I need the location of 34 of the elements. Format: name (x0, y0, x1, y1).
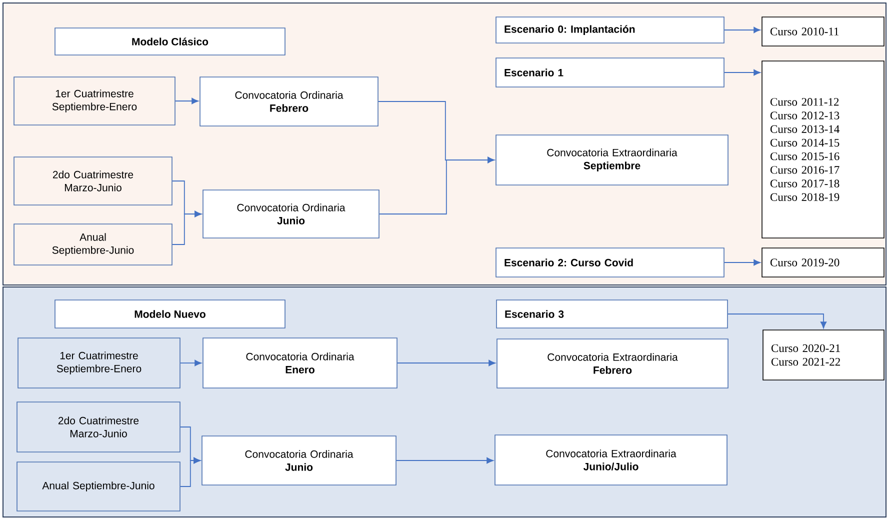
arrow (174, 98, 198, 104)
arrow (172, 210, 202, 245)
process-box: Convocatoria Extraordinaria Septiembre (496, 134, 728, 186)
arrow (724, 26, 760, 34)
arrow (396, 360, 496, 366)
process-box: 2do Cuatrimestre Marzo-Junio (16, 402, 180, 452)
arrow (724, 259, 760, 266)
process-box: Anual Septiembre-Junio (14, 224, 172, 266)
arrow (396, 457, 494, 464)
year-list-box: Curso 2020-21 Curso 2021-22 (762, 330, 884, 380)
process-box: 2do Cuatrimestre Marzo-Junio (14, 156, 172, 206)
process-box: Convocatoria Ordinaria Enero (202, 338, 398, 388)
scenario-box: Escenario 3 (496, 300, 728, 328)
scenario-box: Escenario 0: Implantación (496, 16, 724, 44)
process-box: Convocatoria Ordinaria Junio (202, 190, 380, 238)
arrow (724, 69, 760, 76)
process-box: 1er Cuatrimestre Septiembre-Enero (14, 76, 176, 126)
scenario-box: Escenario 2: Curso Covid (496, 248, 724, 278)
arrow (378, 156, 494, 214)
process-box: Convocatoria Ordinaria Febrero (200, 76, 378, 126)
process-box: Convocatoria Extraordinaria Junio/Julio (494, 434, 728, 486)
process-box: Anual Septiembre-Junio (16, 462, 180, 512)
process-box: Convocatoria Ordinaria Junio (202, 436, 396, 486)
arrow (727, 314, 827, 328)
heading-box: Modelo Nuevo (54, 300, 286, 328)
scenario-box: Escenario 1 (496, 58, 724, 88)
year-list-box: Curso 2019-20 (762, 248, 884, 278)
process-box: Convocatoria Extraordinaria Febrero (496, 338, 728, 388)
process-box: 1er Cuatrimestre Septiembre-Enero (18, 338, 180, 388)
year-list-box: Curso 2010-11 (762, 16, 884, 46)
year-list-box: Curso 2011-12 Curso 2012-13 Curso 2013-14 Curso 2014-15 Curso 2015-16 Curso 2016-17 Curso 2017-18 Curso 2018-19 (762, 60, 884, 238)
arrow (180, 360, 202, 366)
arrow (180, 457, 200, 487)
heading-box: Modelo Clásico (54, 28, 286, 56)
